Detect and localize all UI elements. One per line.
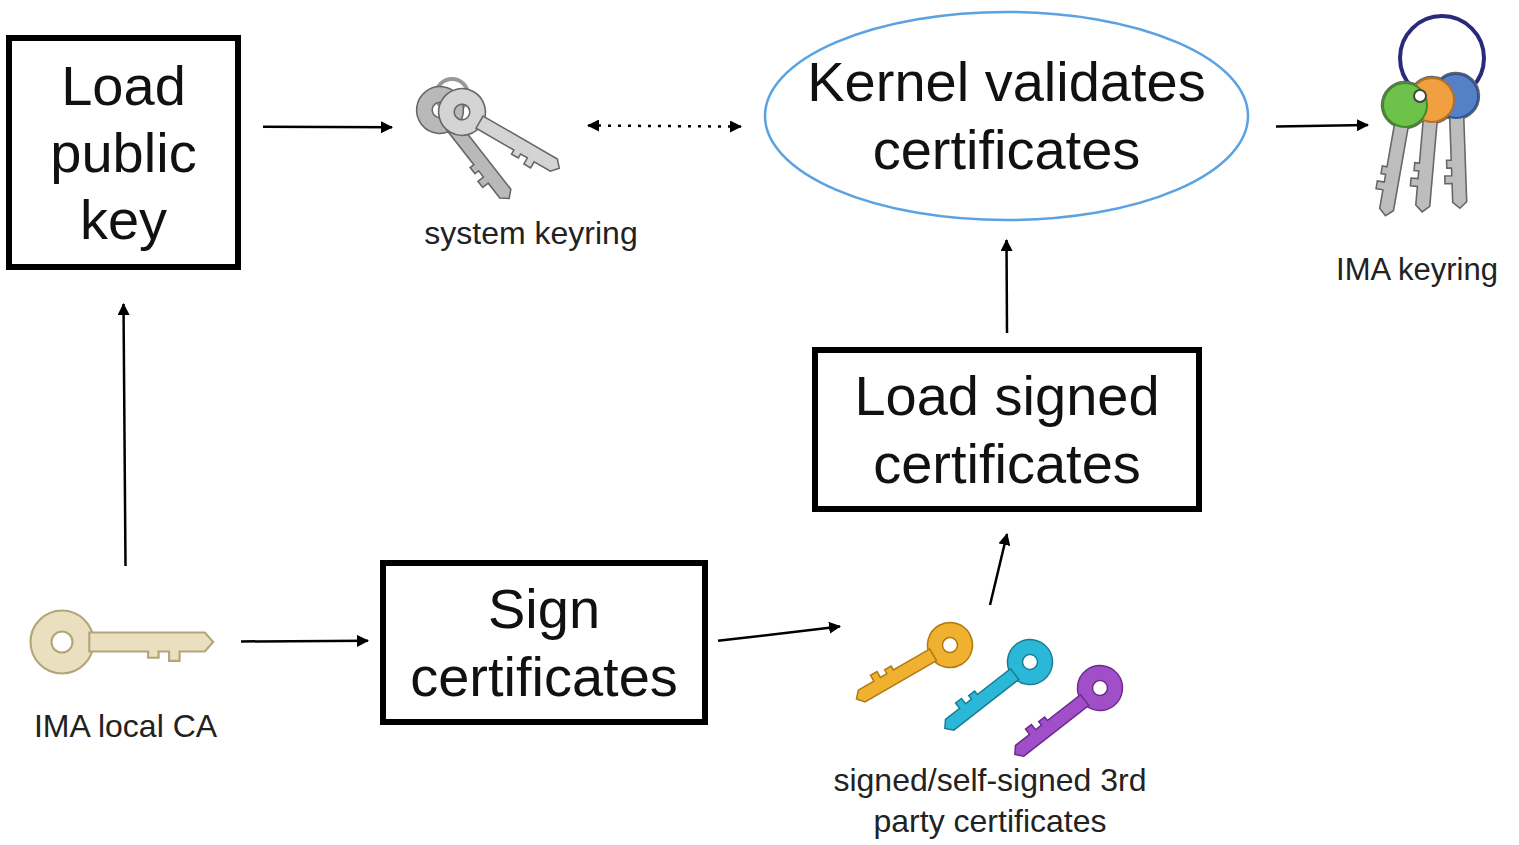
icon-label: system keyring: [424, 213, 637, 255]
icon-label: IMA keyring: [1336, 250, 1498, 290]
keyring-label: IMA keyring: [1318, 15, 1516, 290]
arrow: [1005, 240, 1008, 333]
arrow: [124, 304, 126, 566]
ca-key: [31, 611, 214, 674]
arrow: [990, 534, 1007, 605]
ima-keyring-icon: [1362, 16, 1484, 220]
keyring-label: system keyring: [400, 70, 662, 255]
process-box: Load public key: [6, 35, 241, 270]
process-box: Load signed certificates: [812, 347, 1202, 512]
ellipse-outline: [763, 10, 1250, 222]
node-text: Load public key: [20, 52, 227, 254]
process-ellipse: Kernel validates certificates: [763, 10, 1250, 222]
node-text: Sign certificates: [394, 575, 694, 709]
dotted-arrow: [588, 126, 741, 127]
key-label: IMA local CA: [8, 600, 243, 748]
icon-label: signed/self-signed 3rd party certificate…: [818, 760, 1163, 843]
key-label: signed/self-signed 3rd party certificate…: [800, 615, 1180, 843]
icon-label: IMA local CA: [34, 706, 217, 748]
third-party-keys: [845, 614, 1131, 772]
arrow: [1276, 125, 1368, 127]
process-box: Sign certificates: [380, 560, 708, 725]
arrow: [718, 626, 840, 640]
node-text: Kernel validates certificates: [787, 48, 1227, 185]
arrow: [241, 640, 368, 643]
arrow: [263, 125, 392, 128]
system-keyring-icon: [407, 77, 571, 213]
node-text: Load signed certificates: [826, 362, 1188, 496]
